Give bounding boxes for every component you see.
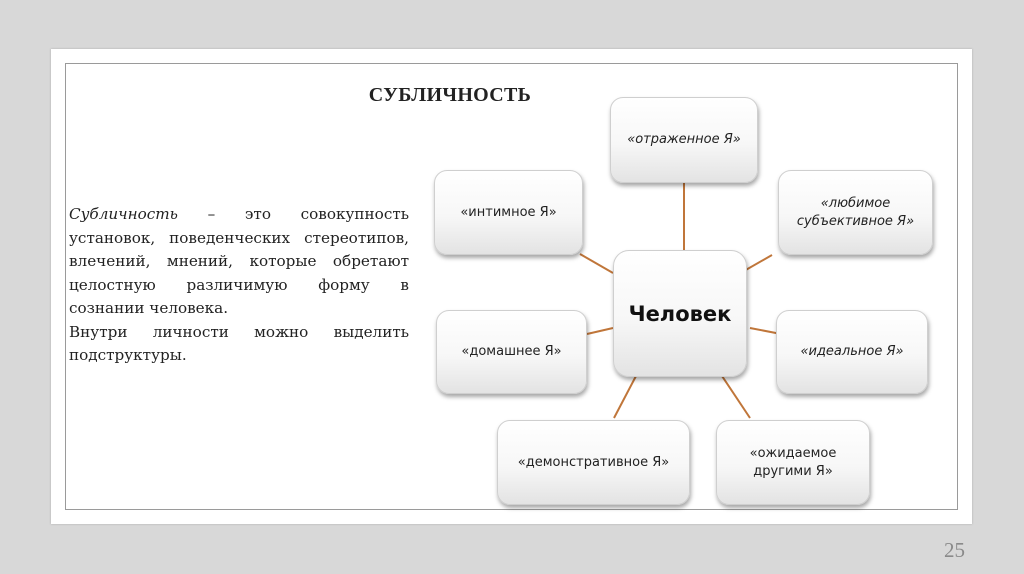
definition-body: – это совокупность установок, поведенчес… bbox=[69, 205, 409, 317]
connector-demonstrative bbox=[613, 375, 637, 419]
node-demonstrative-self: «демонстративное Я» bbox=[497, 420, 690, 505]
second-paragraph: Внутри личности можно выделить подструкт… bbox=[69, 322, 409, 365]
node-ideal-self: «идеальное Я» bbox=[776, 310, 928, 394]
slide-title: СУБЛИЧНОСТЬ bbox=[368, 84, 532, 106]
node-expected-self: «ожидаемое другими Я» bbox=[716, 420, 870, 505]
connector-ideal bbox=[749, 327, 782, 335]
page-number: 25 bbox=[944, 538, 965, 562]
node-center-person: Человек bbox=[613, 250, 747, 377]
definition-text-block: Субличность – это совокупность установок… bbox=[69, 203, 409, 368]
connector-expected bbox=[721, 375, 751, 419]
definition-term: Субличность bbox=[69, 205, 178, 223]
definition-paragraph: Субличность – это совокупность установок… bbox=[69, 203, 409, 321]
connector-home bbox=[586, 327, 614, 335]
node-reflected-self: «отраженное Я» bbox=[610, 97, 758, 183]
connector-intimate bbox=[579, 253, 614, 274]
node-home-self: «домашнее Я» bbox=[436, 310, 587, 394]
slide-frame bbox=[65, 63, 958, 510]
node-intimate-self: «интимное Я» bbox=[434, 170, 583, 255]
node-beloved-self: «любимое субъективное Я» bbox=[778, 170, 933, 255]
